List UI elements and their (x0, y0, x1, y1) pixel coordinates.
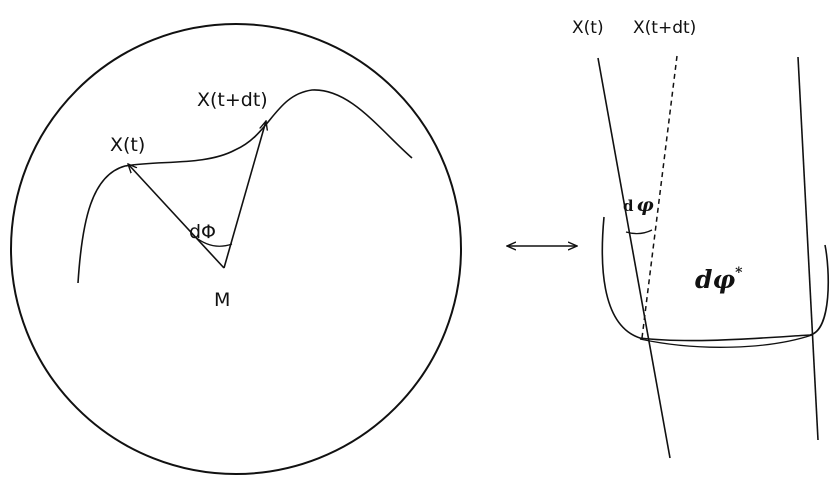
line-xt (597, 57, 671, 459)
vector-xtdt (223, 121, 266, 269)
label-dphi-star: dφ* (695, 265, 743, 294)
line-parallel (797, 56, 819, 441)
vector-xt (128, 164, 225, 269)
bracket-dphi-star (601, 216, 830, 342)
bracket-lower-arc (639, 334, 813, 348)
line-xtdt-dashed (641, 55, 678, 339)
label-xt-right: X(t) (572, 18, 604, 38)
label-xtdt-right: X(t+dt) (633, 18, 696, 38)
angle-arc-right (625, 229, 653, 235)
manifold-circle (10, 23, 462, 475)
label-xt-left: X(t) (110, 134, 145, 156)
label-m: M (214, 289, 230, 311)
trajectory-curve (77, 89, 413, 284)
label-xtdt-left: X(t+dt) (197, 89, 268, 111)
label-dphi-left: dΦ (189, 221, 216, 243)
angle-arc-dphi (193, 235, 233, 247)
